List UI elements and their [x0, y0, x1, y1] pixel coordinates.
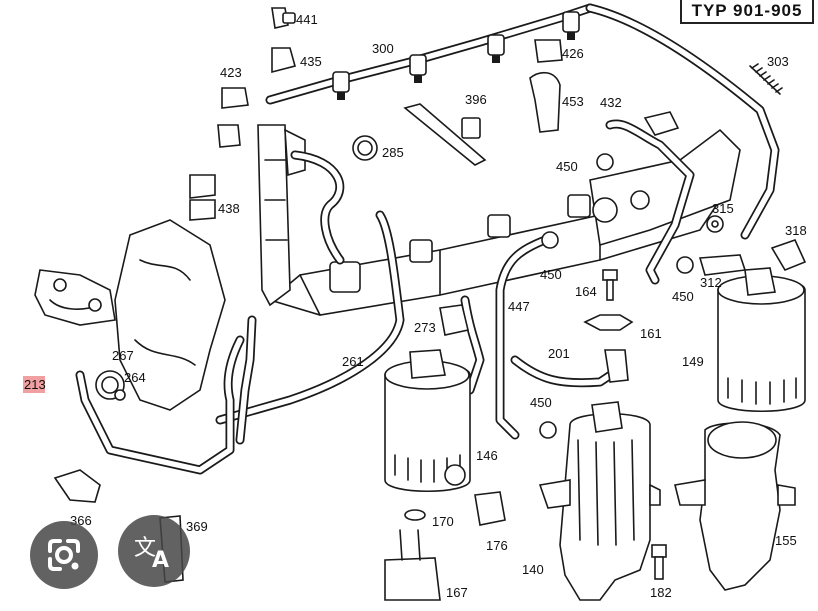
part-label-300: 300 — [372, 41, 394, 56]
fuel-filter-146 — [384, 349, 471, 492]
part-labels: 441 435 300 426 303 423 396 453 432 285 … — [23, 12, 807, 600]
part-label-176: 176 — [486, 538, 508, 553]
part-label-438: 438 — [218, 201, 240, 216]
part-label-285: 285 — [382, 145, 404, 160]
translate-glyph-right: A — [152, 548, 169, 573]
part-label-149: 149 — [682, 354, 704, 369]
part-label-267: 267 — [112, 348, 134, 363]
part-label-441: 441 — [296, 12, 318, 27]
google-lens-icon — [48, 539, 80, 571]
part-label-264: 264 — [124, 370, 146, 385]
part-label-432: 432 — [600, 95, 622, 110]
part-label-450c: 450 — [672, 289, 694, 304]
high-pressure-pump — [34, 219, 226, 411]
part-label-146: 146 — [476, 448, 498, 463]
part-label-213: 213 — [24, 377, 46, 392]
part-label-396: 396 — [465, 92, 487, 107]
part-label-450b: 450 — [540, 267, 562, 282]
part-label-450a: 450 — [556, 159, 578, 174]
part-label-447: 447 — [508, 299, 530, 314]
part-label-155: 155 — [775, 533, 797, 548]
part-label-453: 453 — [562, 94, 584, 109]
filter-housing-140 — [538, 401, 661, 601]
part-label-201: 201 — [548, 346, 570, 361]
translate-icon: 文 A — [134, 536, 169, 573]
part-label-303: 303 — [767, 54, 789, 69]
part-label-167: 167 — [446, 585, 468, 600]
fuel-lines — [75, 119, 695, 475]
part-label-273: 273 — [414, 320, 436, 335]
translate-button[interactable]: 文 A — [118, 515, 190, 587]
google-lens-button[interactable] — [30, 521, 98, 589]
part-label-170: 170 — [432, 514, 454, 529]
part-label-161: 161 — [640, 326, 662, 341]
model-type-label: TYP 901-905 — [680, 0, 814, 24]
highlight-box — [23, 376, 45, 393]
part-label-369: 369 — [186, 519, 208, 534]
part-label-450d: 450 — [530, 395, 552, 410]
translate-glyph-left: 文 — [134, 536, 156, 561]
part-label-312: 312 — [700, 275, 722, 290]
fuel-return-line — [265, 3, 780, 240]
filter-housing-155 — [674, 421, 796, 591]
part-label-164: 164 — [575, 284, 597, 299]
part-label-318: 318 — [785, 223, 807, 238]
part-label-182: 182 — [650, 585, 672, 600]
part-label-426: 426 — [562, 46, 584, 61]
part-label-261: 261 — [342, 354, 364, 369]
part-label-315: 315 — [712, 201, 734, 216]
fuel-filter-149 — [717, 267, 806, 412]
part-label-435: 435 — [300, 54, 322, 69]
part-label-140: 140 — [522, 562, 544, 577]
fuel-rail — [268, 128, 741, 316]
injector — [257, 124, 345, 307]
part-label-423: 423 — [220, 65, 242, 80]
